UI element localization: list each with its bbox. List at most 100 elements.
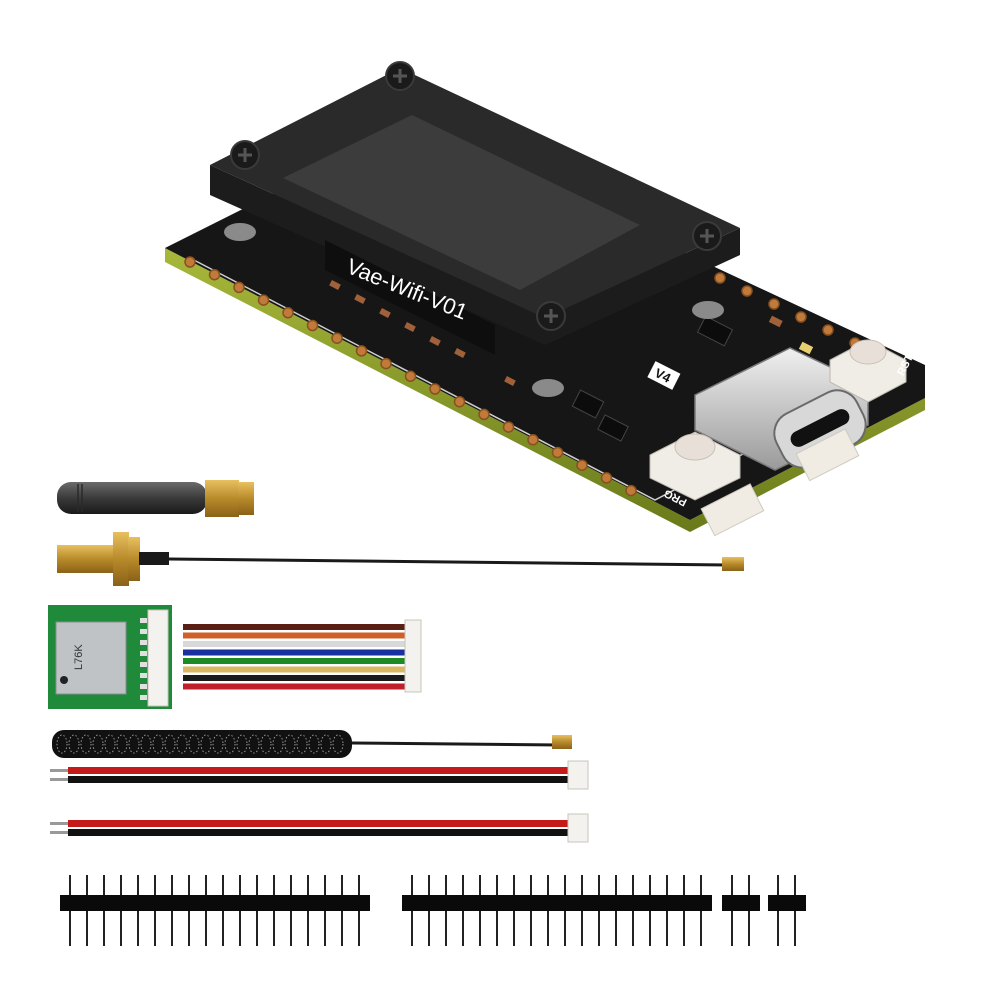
pad [355,345,368,357]
pin-header-strip [768,875,806,946]
pin-header-strip [722,875,760,946]
smd-components [329,280,814,442]
header-bar [722,895,760,911]
header-bar [60,895,370,911]
prg-button[interactable] [649,431,741,501]
spring-coil [248,734,260,754]
pad [184,256,196,268]
screw-icon [692,221,722,251]
pad [478,408,490,421]
dev-board: Vae-Wifi-V01 V4 PRG RST [165,61,925,537]
spring-antenna [52,730,572,758]
jst-plug [567,813,589,843]
gps-pad [140,629,147,634]
pad [714,272,726,284]
pad [768,298,780,310]
power-wire [68,820,568,827]
spring-coil [68,734,80,754]
gps-connector [147,609,169,707]
header-bar [402,895,712,911]
spring-coil [200,734,212,754]
spring-coil [164,734,176,754]
ribbon-connector [404,619,422,693]
pad [502,421,515,433]
rst-button[interactable] [829,339,907,403]
spring-coil [224,734,236,754]
spring-coil [104,734,116,754]
pad [551,446,564,459]
ribbon-wire [183,658,405,664]
rubber-duck-antenna [57,480,254,517]
power-wire [68,767,568,774]
spring-coil [260,734,272,754]
display-housing-side [210,165,740,345]
ribbon-wire [183,666,405,673]
pad [822,324,834,336]
gps-module: L76K [48,605,172,709]
spring-coil [140,734,152,754]
power-cable [50,813,589,843]
jst-connector [700,483,765,537]
pad [331,332,343,344]
power-cable [50,760,589,790]
spring-coil [152,734,164,754]
pad [404,370,417,383]
wire-tip [50,831,68,834]
pad [600,472,613,484]
header-pads [184,256,888,497]
sma-pigtail-cable [57,532,744,586]
ipex-connector [722,557,744,571]
ipex-connector [552,735,572,749]
pad [795,311,807,323]
jst-plug [567,760,589,790]
gps-pad [140,684,147,689]
power-wire [68,829,568,836]
ribbon-wire [183,632,405,639]
pad [208,268,221,281]
gps-pad [140,618,147,623]
ribbon-wire [183,624,405,630]
gps-pad [140,640,147,645]
spring-coil [272,734,284,754]
spring-coil [296,734,308,754]
pad [429,383,441,395]
display-flex-cable [325,240,495,355]
spring-coil [308,734,320,754]
header-bar [768,895,806,911]
ribbon-wire [183,683,405,690]
pad [380,357,392,370]
pin-headers [60,875,806,946]
wire-tip [50,778,68,781]
gps-chip-label: L76K [73,644,85,670]
screw-icon [536,301,566,331]
version-mark: V4 [647,361,681,390]
pad [527,434,539,446]
display-screen [283,115,640,290]
screw-icon [385,61,415,91]
screw-icon [230,140,260,170]
pin-header-strip [60,875,370,946]
spring-coil [56,734,68,754]
pin-header-strip [402,875,712,946]
pad [453,395,466,408]
gps-pad [140,673,147,678]
pad [282,307,294,319]
pad [233,281,245,294]
spring-coil [212,734,224,754]
pad [576,459,588,471]
spring-coil [92,734,104,754]
ribbon-wire [183,675,405,681]
pad [625,484,637,497]
pad [257,294,270,306]
standoff [692,301,724,319]
pad [306,319,319,332]
spring-coil [80,734,92,754]
ribbon-wire [183,641,405,647]
gps-pad [140,695,147,700]
spring-coil [236,734,248,754]
spring-coil [176,734,188,754]
spring-coil [320,734,332,754]
spring-coil [332,734,344,754]
spring-coil [188,734,200,754]
oled-display: Vae-Wifi-V01 [210,61,740,397]
